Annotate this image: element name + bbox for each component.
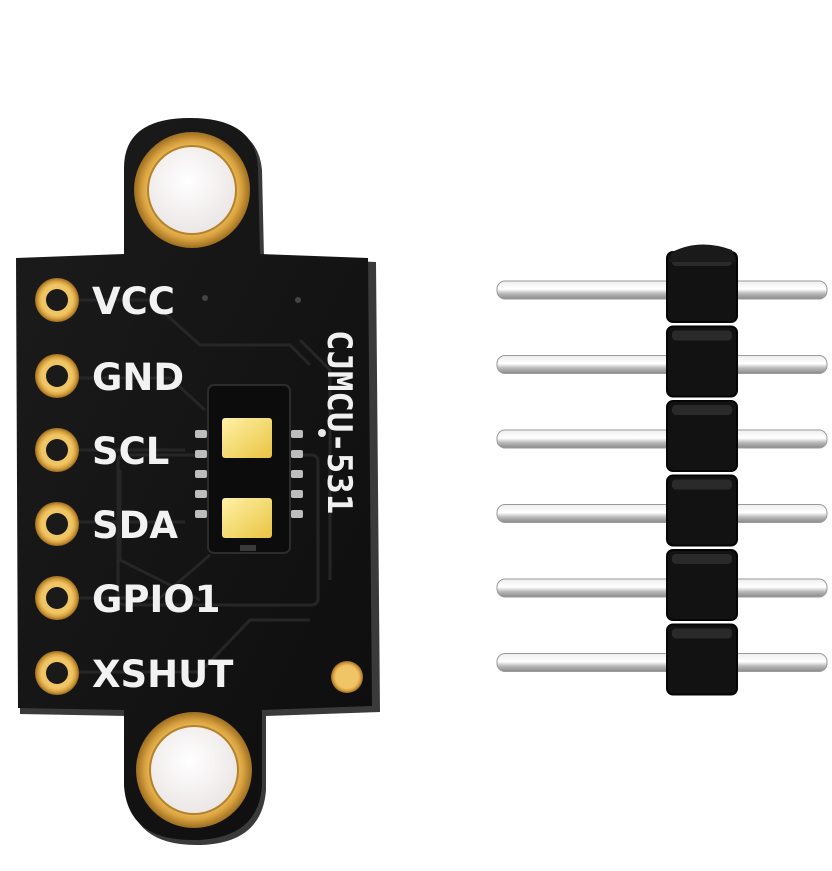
mounting-hole-top — [134, 132, 250, 248]
pin-label: GND — [92, 356, 184, 399]
header-segment — [666, 623, 738, 696]
header-segment — [666, 549, 738, 621]
header-pin — [496, 504, 828, 523]
pin-label: SDA — [92, 504, 178, 547]
pin-label: GPIO1 — [92, 578, 220, 621]
pin-pad-scl — [35, 428, 79, 472]
sensor-chip — [195, 384, 303, 554]
header-segment-highlight — [672, 628, 732, 639]
sensor-board: VCC GND SCL SDA GPIO1 XSHUT CJMCU-531 — [16, 118, 380, 845]
header-segment-highlight — [672, 554, 732, 564]
pin-pad-gnd — [35, 354, 79, 398]
pcb-traces — [60, 298, 332, 674]
pin-labels: VCC GND SCL SDA GPIO1 XSHUT — [92, 280, 234, 696]
pin-pad-sda — [35, 502, 79, 546]
header-pins — [496, 280, 828, 672]
pin-label: XSHUT — [92, 653, 234, 696]
pin-label: SCL — [92, 430, 169, 473]
pin-pad-vcc — [35, 278, 79, 322]
pin-pad-gpio1 — [35, 576, 79, 620]
pin-header — [496, 244, 828, 696]
header-segment — [666, 474, 738, 547]
pin-pads — [35, 278, 79, 695]
sensor-window-emitter — [222, 418, 272, 458]
header-body — [666, 244, 738, 696]
header-pin — [496, 355, 828, 374]
vias — [202, 295, 326, 437]
header-cap — [668, 244, 736, 262]
header-pin — [496, 280, 828, 300]
header-segment-highlight — [672, 405, 732, 415]
mounting-hole-bottom — [136, 712, 252, 828]
header-pin — [496, 653, 828, 672]
header-pin — [496, 429, 828, 449]
pin-label: VCC — [92, 280, 175, 323]
header-segment — [666, 400, 738, 472]
solder-pad — [331, 661, 363, 693]
sensor-window-receiver — [222, 498, 272, 538]
model-label: CJMCU-531 — [319, 330, 359, 514]
header-pin — [496, 578, 828, 598]
pin-pad-xshut — [35, 651, 79, 695]
header-segment-highlight — [672, 330, 732, 341]
header-segment — [666, 325, 738, 398]
header-segment-highlight — [672, 479, 732, 490]
